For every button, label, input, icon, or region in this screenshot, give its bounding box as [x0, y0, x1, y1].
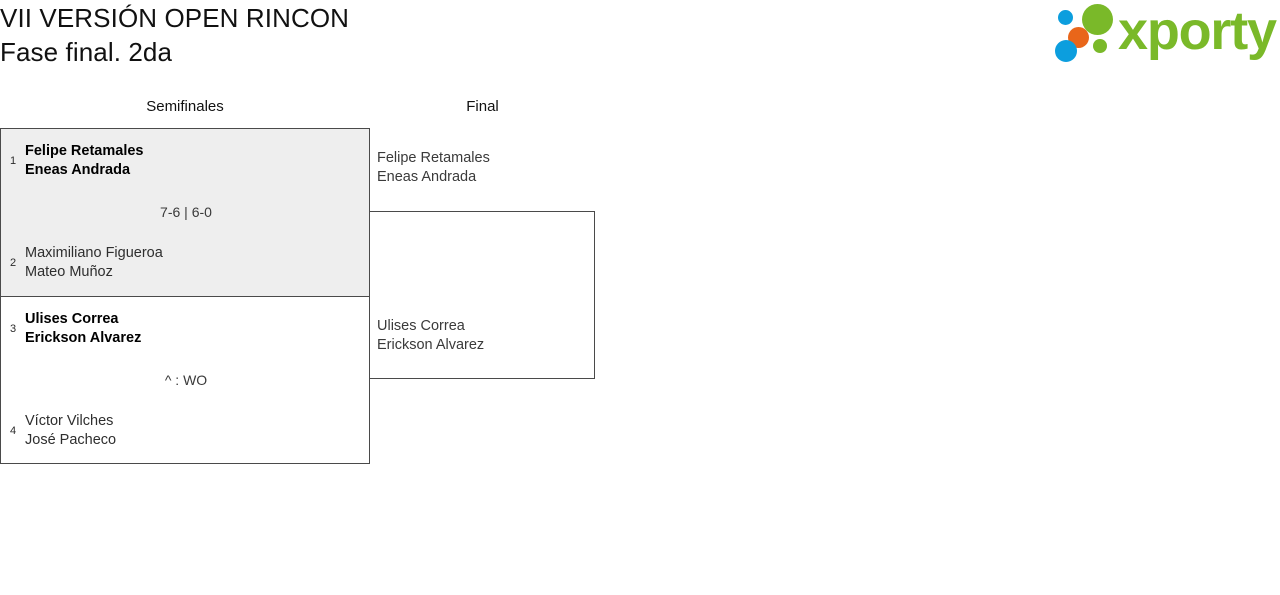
player-name: Víctor Vilches [25, 413, 114, 429]
player-name: Erickson Alvarez [25, 330, 142, 346]
player-name: Felipe Retamales [377, 150, 490, 166]
team-seed: 2 [9, 256, 17, 269]
blue-large-dot-icon [1055, 40, 1077, 62]
match-final[interactable] [370, 211, 595, 379]
player-name: Eneas Andrada [25, 162, 131, 178]
tournament-bracket: Semifinales Final 1 Felipe Retamales Ene… [0, 78, 1280, 595]
team-names: Felipe Retamales Eneas Andrada [25, 142, 371, 180]
team-seed: 4 [9, 424, 17, 437]
match-score: 7-6 | 6-0 [160, 204, 212, 220]
round-header-final: Final [466, 98, 499, 115]
player-name: Ulises Correa [25, 311, 119, 327]
green-large-dot-icon [1082, 4, 1113, 35]
match-team-row[interactable]: 2 Maximiliano Figueroa Mateo Muñoz [1, 242, 371, 284]
page-header: VII VERSIÓN OPEN RINCON Fase final. 2da … [0, 0, 1280, 78]
tournament-subtitle: Fase final. 2da [0, 37, 173, 67]
team-seed: 1 [9, 154, 17, 167]
team-names: Ulises Correa Erickson Alvarez [25, 310, 371, 348]
team-seed: 3 [9, 322, 17, 335]
team-names: Maximiliano Figueroa Mateo Muñoz [25, 244, 371, 282]
tournament-title: VII VERSIÓN OPEN RINCON [0, 3, 350, 33]
final-team-row[interactable]: Ulises Correa Erickson Alvarez [377, 317, 595, 355]
team-names: Víctor Vilches José Pacheco [25, 412, 371, 450]
player-name: Ulises Correa [377, 318, 465, 334]
blue-small-dot-icon [1058, 10, 1073, 25]
player-name: Erickson Alvarez [377, 337, 485, 353]
player-name: Maximiliano Figueroa [25, 245, 163, 261]
logo-wordmark: xporty [1118, 1, 1277, 61]
match-semifinal-2[interactable]: 3 Ulises Correa Erickson Alvarez ^ : WO … [0, 296, 370, 464]
match-team-row[interactable]: 1 Felipe Retamales Eneas Andrada [1, 140, 371, 182]
logo-dots-icon [1050, 2, 1120, 62]
player-name: Mateo Muñoz [25, 264, 113, 280]
tournament-title-block: VII VERSIÓN OPEN RINCON Fase final. 2da [0, 0, 349, 67]
match-score: ^ : WO [164, 372, 208, 388]
match-team-row[interactable]: 3 Ulises Correa Erickson Alvarez [1, 308, 371, 350]
round-header-semifinals: Semifinales [146, 98, 224, 115]
match-semifinal-1[interactable]: 1 Felipe Retamales Eneas Andrada 7-6 | 6… [0, 128, 370, 296]
player-name: José Pacheco [25, 432, 117, 448]
final-team-row[interactable]: Felipe Retamales Eneas Andrada [377, 149, 595, 187]
match-team-row[interactable]: 4 Víctor Vilches José Pacheco [1, 410, 371, 452]
green-small-dot-icon [1093, 39, 1107, 53]
xporty-logo[interactable]: xporty [1050, 1, 1278, 64]
player-name: Eneas Andrada [377, 169, 477, 185]
player-name: Felipe Retamales [25, 143, 144, 159]
